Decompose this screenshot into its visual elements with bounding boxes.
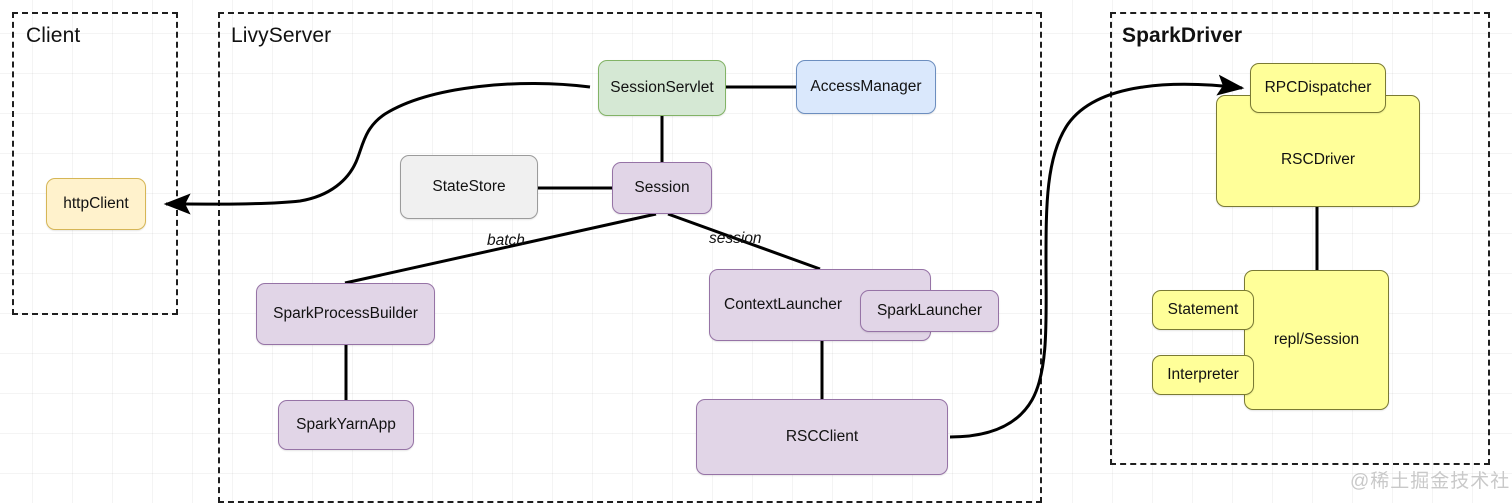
node-contextlauncher-label: ContextLauncher <box>724 296 843 314</box>
group-livyserver-title: LivyServer <box>231 24 332 47</box>
node-sparkyarnapp[interactable]: SparkYarnApp <box>278 400 414 450</box>
node-rscclient-label: RSCClient <box>785 428 859 446</box>
node-sparkyarnapp-label: SparkYarnApp <box>296 416 396 434</box>
node-statestore-label: StateStore <box>432 178 506 196</box>
node-replsession[interactable]: repl/Session <box>1244 270 1389 410</box>
node-rscclient[interactable]: RSCClient <box>696 399 948 475</box>
node-interpreter-label: Interpreter <box>1167 366 1239 384</box>
node-sparklauncher-label: SparkLauncher <box>876 302 983 320</box>
node-rscdriver-label: RSCDriver <box>1280 151 1356 169</box>
node-rpcdispatcher-label: RPCDispatcher <box>1264 79 1372 97</box>
node-httpclient-label: httpClient <box>63 195 129 213</box>
node-statestore[interactable]: StateStore <box>400 155 538 219</box>
watermark: @稀土掘金技术社区 <box>1350 471 1512 492</box>
node-interpreter[interactable]: Interpreter <box>1152 355 1254 395</box>
edge-label-session: session <box>709 230 762 247</box>
group-sparkdriver-title: SparkDriver <box>1122 24 1243 47</box>
node-accessmanager-label: AccessManager <box>810 78 922 96</box>
edge-label-batch: batch <box>487 232 525 249</box>
node-replsession-label: repl/Session <box>1273 331 1360 349</box>
node-rpcdispatcher[interactable]: RPCDispatcher <box>1250 63 1386 113</box>
node-sparklauncher[interactable]: SparkLauncher <box>860 290 999 332</box>
node-sparkprocessbuilder-label: SparkProcessBuilder <box>273 305 418 323</box>
node-statement[interactable]: Statement <box>1152 290 1254 330</box>
node-session[interactable]: Session <box>612 162 712 214</box>
node-statement-label: Statement <box>1167 301 1239 319</box>
group-client-title: Client <box>26 24 81 47</box>
node-httpclient[interactable]: httpClient <box>46 178 146 230</box>
node-sessionservlet[interactable]: SessionServlet <box>598 60 726 116</box>
group-client <box>12 12 178 315</box>
node-sparkprocessbuilder[interactable]: SparkProcessBuilder <box>256 283 435 345</box>
node-session-label: Session <box>634 179 690 197</box>
node-rscdriver[interactable]: RSCDriver <box>1216 95 1420 207</box>
node-sessionservlet-label: SessionServlet <box>610 79 714 97</box>
node-accessmanager[interactable]: AccessManager <box>796 60 936 114</box>
